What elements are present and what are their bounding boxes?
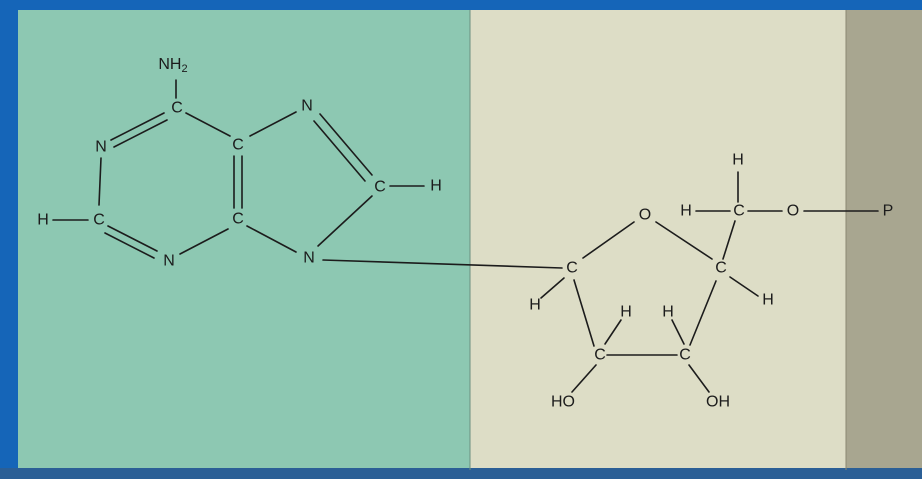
bond-c6-n1-a [110, 112, 165, 141]
atom-c4: C [232, 211, 244, 228]
sugar-panel [470, 10, 846, 470]
bond-n3-c4 [179, 228, 229, 255]
bond-n1-c2 [98, 157, 102, 206]
bond-c6-n1-b [113, 119, 168, 148]
atom-nh2: NH2 [158, 56, 187, 76]
adenine-bonds [52, 79, 425, 259]
ribose-atoms: O C H C H HO C H OH C H C H H O P [529, 152, 893, 411]
bond-c3-oh [688, 364, 710, 393]
bond-c3-h3 [671, 319, 685, 345]
atom-c3p: C [679, 347, 691, 364]
bond-c8-n9 [317, 195, 373, 247]
atom-h2p: H [620, 304, 632, 321]
atom-c5: C [232, 137, 244, 154]
atom-n3: N [163, 253, 175, 270]
phosphate-panel [846, 10, 922, 470]
bond-n7-c8-a [319, 113, 373, 176]
atom-h8: H [430, 178, 442, 195]
atom-oh3p: OH [706, 394, 730, 411]
bond-c2-oh [571, 364, 597, 393]
bond-o4-c4 [655, 221, 713, 260]
bond-c1-c2 [573, 279, 595, 347]
glycosidic-bond [322, 259, 563, 269]
atom-o4p: O [639, 207, 651, 224]
atom-c4p: C [715, 260, 727, 277]
atom-c2p: C [594, 347, 606, 364]
atom-h1p: H [529, 297, 541, 314]
bond-o4-c1 [582, 221, 635, 259]
bond-n7-c8-b [313, 120, 366, 182]
ribose-bonds [540, 171, 879, 393]
atom-oh2p: HO [551, 394, 575, 411]
atom-c1p: C [566, 260, 578, 277]
bond-c4-c3 [689, 280, 717, 346]
atom-h5p-top: H [732, 152, 744, 169]
bottom-strip [0, 468, 922, 479]
bond-c2-h2 [604, 319, 622, 345]
adenine-atoms: NH2 C N C H N C C N C H N [37, 56, 442, 270]
atom-c6: C [171, 100, 183, 117]
atom-c5p: C [733, 203, 745, 220]
bond-c1-h1 [540, 277, 565, 299]
bond-c4-h4 [729, 276, 759, 297]
bond-c2-n3-b [104, 232, 155, 259]
atom-o5p: O [787, 203, 799, 220]
atom-h2: H [37, 212, 49, 229]
bond-c2-n3-a [107, 225, 158, 252]
base-panel [18, 10, 470, 470]
atom-n1: N [95, 139, 107, 156]
bond-c5-n7 [249, 111, 297, 137]
bond-c4-n9 [246, 225, 297, 253]
atom-c8: C [374, 179, 386, 196]
atom-n7: N [301, 98, 313, 115]
bond-c4-c5 [722, 220, 736, 260]
bond-c6-c5 [185, 112, 231, 137]
atom-h3p: H [662, 304, 674, 321]
atom-p: P [883, 203, 894, 220]
atom-c2: C [93, 212, 105, 229]
atom-h5p-left: H [680, 203, 692, 220]
atom-h4p: H [762, 292, 774, 309]
atom-n9: N [303, 250, 315, 267]
